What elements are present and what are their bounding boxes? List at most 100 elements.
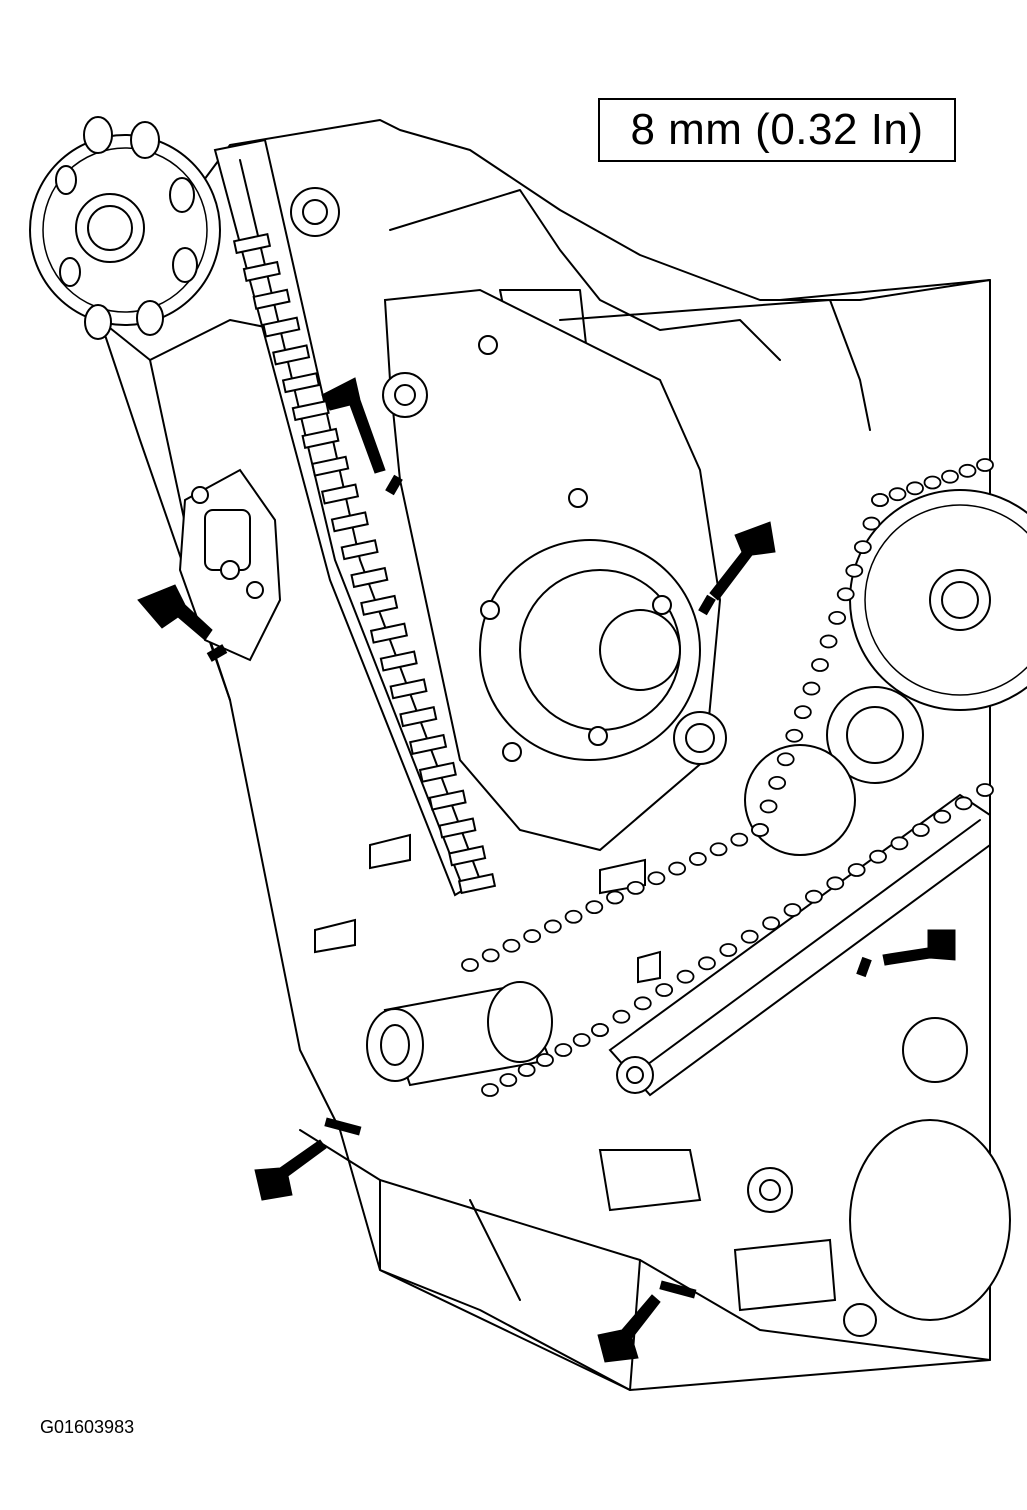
chain-link xyxy=(655,983,674,997)
camshaft-sprocket xyxy=(29,116,221,340)
chain-link xyxy=(923,475,942,490)
chain-link xyxy=(626,880,645,895)
chain-link xyxy=(698,956,716,971)
chain-link xyxy=(585,900,604,915)
chain-link xyxy=(564,909,583,924)
guide-tooth xyxy=(418,761,457,783)
chain-link xyxy=(730,832,749,847)
timing-chain xyxy=(461,458,994,1097)
dowel-pins xyxy=(314,833,661,984)
guide-tooth xyxy=(448,845,487,867)
oil-pump-plate xyxy=(178,468,282,662)
chain-link xyxy=(836,587,855,602)
guide-tooth xyxy=(291,399,330,422)
chain-link xyxy=(502,938,521,953)
guide-tooth xyxy=(379,650,418,672)
chain-link xyxy=(804,889,823,904)
guide-tooth xyxy=(262,316,301,338)
chain-link xyxy=(751,823,769,837)
chain-link xyxy=(976,458,994,472)
guide-tooth xyxy=(281,372,320,394)
chain-link xyxy=(890,836,909,851)
figure-id: G01603983 xyxy=(40,1417,135,1437)
guide-tooth xyxy=(438,817,477,839)
chain-link xyxy=(828,610,847,625)
guide-tooth xyxy=(330,511,369,533)
guide-tooth xyxy=(242,260,281,282)
chain-tensioner-arm xyxy=(608,793,991,1097)
chain-link xyxy=(536,1053,554,1067)
crankshaft-nose xyxy=(366,981,553,1087)
chain-link xyxy=(572,1033,591,1047)
chain-link xyxy=(933,809,952,824)
chain-link xyxy=(826,876,845,891)
chain-link xyxy=(461,958,479,972)
chain-link xyxy=(606,890,624,905)
guide-tooth xyxy=(360,594,399,616)
chain-link xyxy=(871,493,889,507)
chain-link xyxy=(517,1063,536,1077)
chain-link xyxy=(793,705,812,720)
chain-link xyxy=(776,752,795,767)
chain-link xyxy=(941,469,959,484)
chain-link xyxy=(543,919,562,934)
guide-tooth xyxy=(389,678,428,700)
chain-link xyxy=(612,1009,631,1024)
chain-link xyxy=(633,996,652,1011)
guide-tooth xyxy=(232,232,272,255)
chain-link xyxy=(869,849,887,864)
chain-link xyxy=(862,516,881,531)
chain-link xyxy=(481,1083,499,1097)
guide-tooth xyxy=(272,344,311,366)
chain-link xyxy=(802,681,821,696)
guide-tooth xyxy=(301,427,340,449)
chain-link xyxy=(481,948,500,963)
chain-link xyxy=(811,658,829,672)
spec-label-text: 8 mm (0.32 In) xyxy=(630,105,924,154)
sealant-callout-arrows xyxy=(137,377,956,1363)
front-cover-plate xyxy=(290,187,727,852)
guide-tooth xyxy=(311,455,350,477)
callout-arrow xyxy=(698,521,776,616)
guide-tooth xyxy=(457,872,497,895)
chain-link xyxy=(783,903,802,917)
chain-link xyxy=(668,861,687,876)
callout-arrow xyxy=(856,929,956,978)
guide-tooth xyxy=(350,566,389,589)
idler-pulley xyxy=(744,686,924,856)
chain-link xyxy=(762,916,781,931)
chain-link xyxy=(676,969,695,984)
callout-arrow xyxy=(597,1280,697,1363)
chain-link xyxy=(740,929,759,944)
chain-link xyxy=(591,1023,609,1037)
chain-link xyxy=(719,943,738,957)
guide-tooth xyxy=(428,789,467,811)
chain-link xyxy=(976,783,994,797)
guide-tooth xyxy=(409,733,448,756)
callout-arrow xyxy=(254,1117,362,1201)
chain-link xyxy=(819,634,838,649)
guide-tooth xyxy=(252,288,291,310)
chain-link xyxy=(911,823,930,837)
guide-tooth xyxy=(369,622,409,644)
chain-link xyxy=(554,1043,573,1057)
chain-link xyxy=(688,852,707,866)
chain-link xyxy=(647,871,666,886)
chain-link xyxy=(785,728,804,743)
chain-link xyxy=(845,563,864,578)
oil-pan xyxy=(299,1017,1011,1391)
chain-link xyxy=(847,863,866,877)
chain-link xyxy=(768,775,787,790)
chain-link xyxy=(499,1073,518,1087)
spec-label-box: 8 mm (0.32 In) xyxy=(598,98,956,162)
callout-arrow xyxy=(321,377,403,496)
chain-link xyxy=(523,929,542,943)
chain-link xyxy=(709,842,728,857)
chain-link xyxy=(954,796,973,811)
callout-arrow xyxy=(137,584,228,662)
chain-link xyxy=(759,799,778,814)
chain-link xyxy=(853,540,872,555)
guide-tooth xyxy=(320,483,360,505)
guide-tooth xyxy=(340,539,379,561)
